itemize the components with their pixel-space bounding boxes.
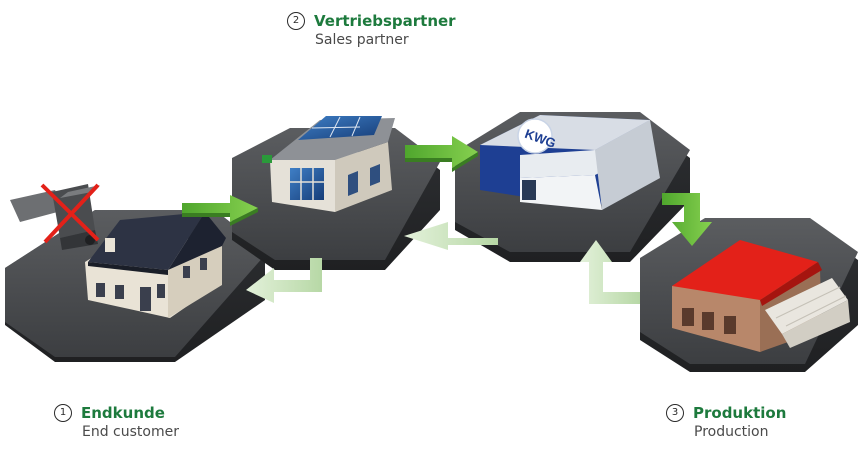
kwg-warehouse-illustration (480, 115, 660, 210)
step-title-en: Sales partner (315, 32, 409, 48)
step-label-sales-partner: 2 Vertriebspartner Sales partner (287, 12, 456, 48)
arrow-kwg-to-production (662, 193, 712, 246)
step-label-end-customer: 1 Endkunde End customer (54, 404, 179, 440)
step-title-en: End customer (82, 424, 179, 440)
production-hall-illustration (672, 240, 850, 352)
crossed-bin-icon (10, 183, 100, 250)
arrow-customer-to-partner (182, 195, 258, 226)
arrow-production-to-kwg (580, 240, 640, 304)
step-title-de: Vertriebspartner (314, 12, 456, 30)
step-title-de: Endkunde (81, 404, 165, 422)
step-number-badge: 2 (287, 12, 305, 30)
step-number-badge: 1 (54, 404, 72, 422)
step-label-production: 3 Produktion Production (666, 404, 786, 440)
step-number-badge: 3 (666, 404, 684, 422)
office-building-illustration (262, 116, 395, 212)
arrow-partner-to-kwg (405, 136, 478, 172)
arrow-partner-to-customer (246, 258, 322, 303)
house-illustration (85, 212, 226, 318)
arrow-kwg-to-partner (404, 222, 498, 250)
step-title-de: Produktion (693, 404, 787, 422)
step-title-en: Production (694, 424, 769, 440)
